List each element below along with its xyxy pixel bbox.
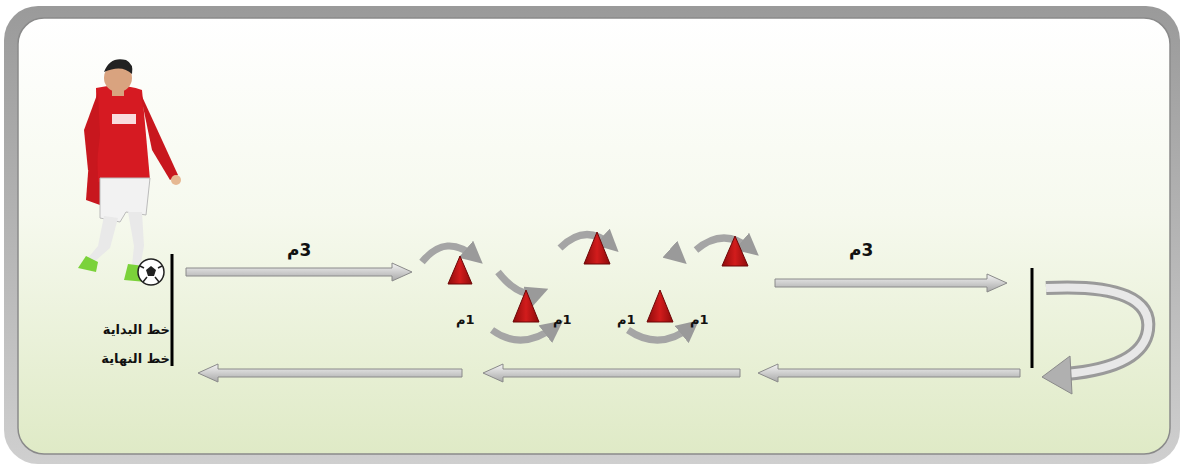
frame-border — [4, 6, 1180, 464]
weave-arrows — [422, 234, 752, 340]
distance-label: 3م — [287, 240, 311, 260]
u-turn-arrow — [1042, 287, 1148, 394]
line-label: خط النهاية — [101, 351, 170, 366]
turn-line — [1031, 268, 1034, 368]
line-label: خط البداية — [103, 322, 170, 337]
distance-label: 3م — [849, 240, 873, 260]
spacing-label: 1م — [690, 312, 709, 327]
path-arrows — [186, 263, 1020, 382]
player-figure — [78, 59, 181, 282]
spacing-label: 1م — [617, 312, 636, 327]
spacing-label: 1م — [553, 312, 572, 327]
training-cones — [448, 232, 748, 322]
frame-panel — [18, 18, 1170, 454]
soccer-ball — [138, 259, 164, 285]
spacing-label: 1م — [456, 312, 475, 327]
start-line — [171, 254, 174, 366]
